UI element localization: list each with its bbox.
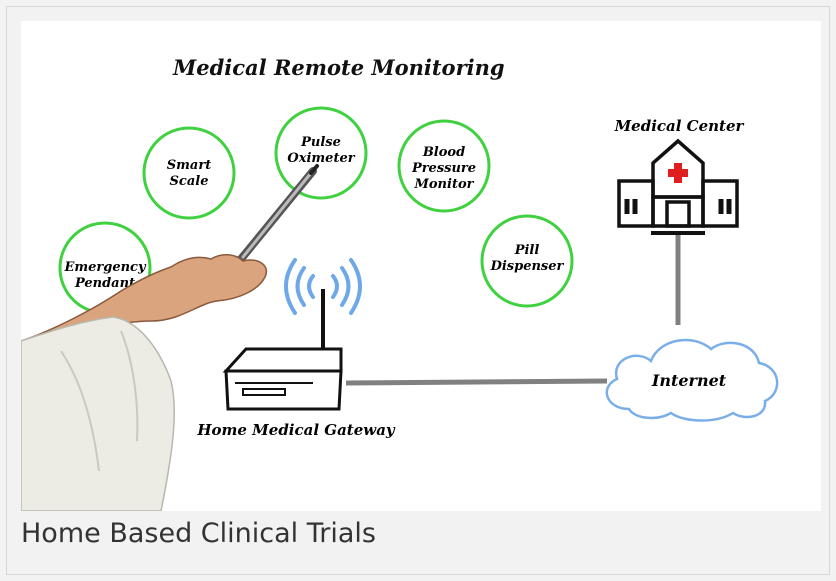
hospital-icon bbox=[617, 138, 739, 235]
device-label: Emergency bbox=[63, 260, 147, 275]
device-label: Pressure bbox=[411, 161, 476, 176]
hand-with-pen-image bbox=[21, 164, 319, 511]
device-ring bbox=[397, 119, 491, 213]
device-ring bbox=[274, 106, 368, 200]
device-smart-scale: Smart Scale bbox=[142, 126, 236, 220]
device-ring bbox=[142, 126, 236, 220]
device-label: Scale bbox=[170, 174, 209, 189]
internet-label: Internet bbox=[651, 371, 727, 390]
hospital-cross-icon bbox=[668, 163, 688, 183]
device-blood-pressure-monitor: Blood Pressure Monitor bbox=[397, 119, 491, 213]
device-label: Smart bbox=[167, 158, 211, 173]
link-gateway-internet bbox=[345, 378, 608, 386]
device-label: Monitor bbox=[414, 177, 475, 192]
device-label: Dispenser bbox=[490, 259, 565, 274]
image-caption: Home Based Clinical Trials bbox=[21, 518, 376, 549]
diagram-figure: Medical Remote Monitoring Emergency Pend… bbox=[21, 21, 821, 511]
device-label: Pendant bbox=[74, 276, 135, 291]
device-label: Blood bbox=[422, 145, 465, 160]
internet-cloud-icon bbox=[605, 338, 779, 422]
device-ring bbox=[480, 214, 574, 308]
diagram-title: Medical Remote Monitoring bbox=[172, 55, 505, 80]
gateway-label: Home Medical Gateway bbox=[196, 421, 396, 439]
device-label: Pulse bbox=[300, 135, 341, 150]
device-pulse-oximeter: Pulse Oximeter bbox=[274, 106, 368, 200]
device-pill-dispenser: Pill Dispenser bbox=[480, 214, 574, 308]
diagram-svg: Medical Remote Monitoring Emergency Pend… bbox=[21, 55, 779, 511]
router-icon bbox=[222, 289, 343, 411]
device-label: Oximeter bbox=[287, 151, 355, 166]
device-label: Pill bbox=[514, 243, 540, 258]
wifi-signal-icon bbox=[284, 258, 362, 315]
medical-center-label: Medical Center bbox=[614, 117, 745, 135]
